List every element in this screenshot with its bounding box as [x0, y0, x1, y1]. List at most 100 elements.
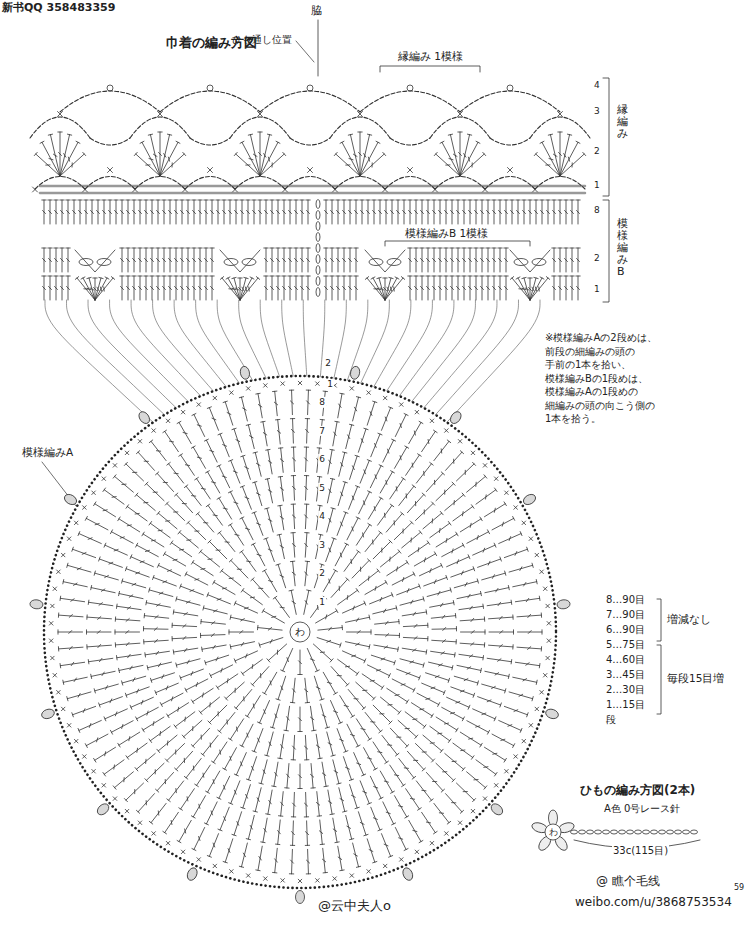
- double-crochet-symbol: [400, 659, 424, 667]
- double-crochet-symbol: [373, 705, 392, 724]
- double-crochet-symbol: [356, 719, 371, 741]
- double-crochet-symbol: [346, 815, 354, 839]
- join-line: [374, 300, 411, 387]
- double-crochet-symbol: [558, 200, 562, 224]
- join-line: [412, 300, 476, 402]
- double-crochet-symbol: [540, 200, 544, 224]
- single-crochet-symbol: [152, 429, 156, 433]
- double-crochet-symbol: [453, 505, 474, 521]
- double-crochet-symbol: [186, 276, 190, 300]
- double-crochet-symbol: [132, 248, 136, 272]
- double-crochet-symbol: [504, 248, 508, 272]
- double-crochet-symbol: [373, 540, 392, 559]
- single-crochet-symbol: [522, 739, 526, 743]
- double-crochet-symbol: [173, 610, 198, 616]
- double-crochet-symbol: [423, 511, 443, 528]
- double-crochet-symbol: [447, 697, 470, 709]
- ring-label: わ: [295, 626, 305, 638]
- single-crochet-symbol: [535, 707, 539, 711]
- double-crochet-symbol: [180, 248, 184, 272]
- join-line: [447, 300, 540, 422]
- cord-position-label: ひも通し位置: [232, 34, 292, 46]
- double-crochet-symbol: [208, 540, 227, 559]
- single-crochet-symbol: [125, 809, 129, 813]
- double-crochet-symbol: [445, 753, 465, 770]
- chain-symbol: [603, 830, 610, 834]
- double-crochet-symbol: [278, 448, 283, 473]
- double-crochet-symbol: [347, 724, 360, 747]
- double-crochet-symbol: [291, 447, 295, 472]
- double-crochet-symbol: [177, 820, 191, 842]
- double-crochet-symbol: [444, 200, 448, 224]
- chain-symbol: [316, 244, 320, 253]
- single-crochet-symbol: [213, 396, 217, 400]
- single-crochet-symbol: [197, 403, 201, 407]
- double-crochet-symbol: [427, 588, 451, 597]
- chain-symbol: [579, 830, 586, 834]
- double-crochet-symbol: [446, 794, 464, 814]
- chain-symbol: [651, 830, 658, 834]
- double-crochet-symbol: [438, 200, 442, 224]
- subdiagram-title: ひもの編み方図(2本): [580, 784, 695, 798]
- double-crochet-symbol: [426, 772, 444, 792]
- single-crochet-symbol: [246, 874, 250, 878]
- double-crochet-symbol: [407, 751, 425, 771]
- double-crochet-symbol: [370, 465, 383, 488]
- double-crochet-symbol: [348, 276, 352, 300]
- double-crochet-symbol: [174, 248, 178, 272]
- double-crochet-symbol: [522, 200, 526, 224]
- double-crochet-symbol: [348, 200, 352, 224]
- single-crochet-symbol: [74, 521, 78, 525]
- double-crochet-symbol: [290, 419, 294, 444]
- edging-band: [30, 85, 590, 193]
- double-crochet-symbol: [147, 662, 171, 670]
- double-crochet-symbol: [78, 532, 101, 544]
- double-crochet-symbol: [354, 200, 358, 224]
- single-crochet-symbol: [213, 864, 217, 868]
- double-crochet-symbol: [403, 637, 428, 641]
- double-crochet-symbol: [278, 792, 283, 817]
- single-crochet-symbol: [558, 112, 563, 117]
- double-crochet-symbol: [504, 276, 508, 300]
- double-crochet-symbol: [473, 543, 496, 555]
- section-label: 模様編みA: [22, 446, 73, 458]
- double-crochet-symbol: [157, 511, 177, 528]
- double-crochet-symbol: [229, 559, 248, 578]
- single-crochet-symbol: [92, 769, 96, 773]
- double-crochet-symbol: [104, 709, 127, 721]
- table-cell: 1…15目: [606, 699, 645, 711]
- repeat-bracket: [380, 66, 480, 72]
- base-circle: [30, 300, 571, 904]
- double-crochet-symbol: [160, 141, 180, 176]
- double-crochet-symbol: [356, 523, 371, 545]
- double-crochet-symbol: [432, 248, 436, 272]
- double-crochet-symbol: [138, 200, 142, 224]
- double-crochet-symbol: [498, 248, 502, 272]
- note-text: A色 0号レース針: [604, 803, 680, 815]
- double-crochet-symbol: [115, 617, 140, 621]
- double-crochet-symbol: [206, 504, 222, 525]
- double-crochet-symbol: [367, 839, 377, 863]
- double-crochet-symbol: [298, 707, 302, 732]
- double-crochet-symbol: [390, 200, 394, 224]
- double-crochet-symbol: [282, 276, 286, 300]
- double-crochet-symbol: [300, 276, 304, 300]
- double-crochet-symbol: [282, 248, 286, 272]
- double-crochet-symbol: [384, 200, 388, 224]
- magic-ring: [545, 824, 561, 840]
- double-crochet-symbol: [246, 815, 254, 839]
- side-marker: 脇: [311, 5, 322, 18]
- double-crochet-symbol: [81, 277, 95, 300]
- double-crochet-symbol: [386, 512, 404, 532]
- single-crochet-symbol: [540, 690, 544, 694]
- watermark: @ 瞧个毛线: [596, 875, 660, 889]
- chain-symbol: [619, 830, 626, 834]
- double-crochet-symbol: [390, 765, 406, 787]
- double-crochet-symbol: [534, 200, 538, 224]
- double-crochet-symbol: [201, 619, 226, 624]
- double-crochet-symbol: [294, 248, 298, 272]
- double-crochet-symbol: [103, 488, 124, 504]
- double-crochet-symbol: [474, 248, 478, 272]
- double-crochet-symbol: [122, 579, 146, 588]
- double-crochet-symbol: [409, 820, 423, 842]
